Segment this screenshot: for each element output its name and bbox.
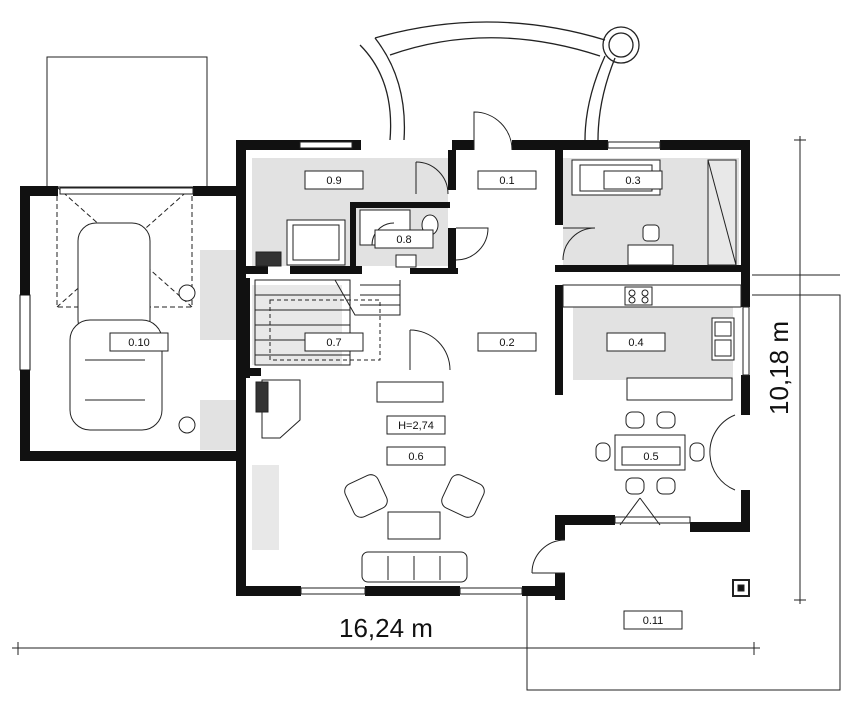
room-label-0.10: 0.10	[109, 332, 169, 352]
svg-text:0.7: 0.7	[326, 337, 341, 349]
svg-text:0.5: 0.5	[643, 451, 658, 463]
svg-text:0.3: 0.3	[625, 175, 640, 187]
doors	[409, 111, 736, 574]
room-labels: 0.9 0.1 0.3 0.8 0.10 0.7 0.2 0.4 H=2,74 …	[109, 170, 683, 630]
room-label-0.1: 0.1	[477, 170, 537, 190]
room-label-0.8: 0.8	[374, 229, 434, 249]
room-label-0.2: 0.2	[477, 332, 537, 352]
svg-text:0.4: 0.4	[628, 337, 643, 349]
room-label-0.7: 0.7	[304, 332, 364, 352]
room-label-0.5: 0.5	[621, 446, 681, 466]
room-label-0.4: 0.4	[606, 332, 666, 352]
entrance-path	[359, 21, 640, 141]
svg-text:0.11: 0.11	[643, 615, 664, 627]
kitchen-fixtures	[562, 284, 742, 401]
svg-text:0.2: 0.2	[499, 337, 514, 349]
dining-set	[595, 411, 705, 526]
windows	[59, 141, 750, 595]
svg-text:0.10: 0.10	[128, 337, 149, 349]
width-dimension: 16,24 m	[339, 613, 433, 643]
svg-text:H=2,74: H=2,74	[398, 420, 434, 432]
svg-text:0.6: 0.6	[408, 451, 423, 463]
room-label-0.6: 0.6	[386, 446, 446, 466]
room-label-0.3: 0.3	[603, 170, 663, 190]
ceiling-height-label: H=2,74	[386, 415, 446, 435]
svg-text:0.9: 0.9	[326, 175, 341, 187]
room-label-0.11: 0.11	[623, 610, 683, 630]
svg-text:0.1: 0.1	[499, 175, 514, 187]
room-label-0.9: 0.9	[304, 170, 364, 190]
car-icon	[69, 222, 196, 434]
depth-dimension: 10,18 m	[764, 321, 794, 415]
terrace-outline	[526, 274, 841, 691]
walls	[19, 140, 750, 600]
dimension-lines	[12, 136, 806, 655]
living-room-furniture	[255, 379, 485, 583]
svg-text:0.8: 0.8	[396, 234, 411, 246]
